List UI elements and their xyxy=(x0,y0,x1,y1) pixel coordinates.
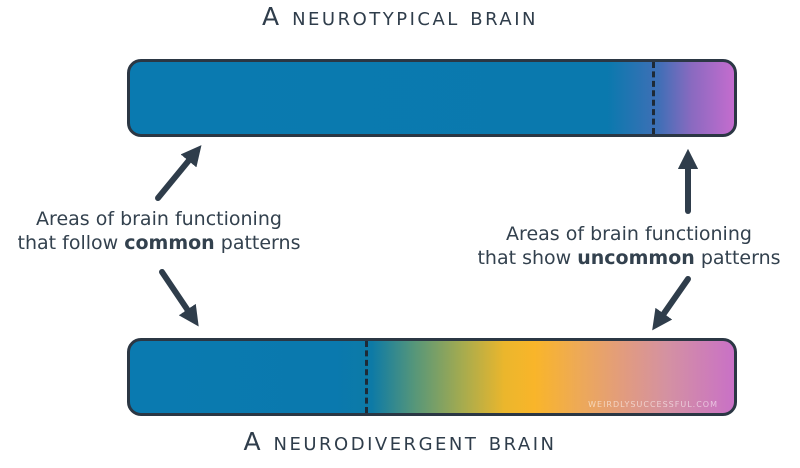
watermark: WEIRDLYSUCCESSFUL.COM xyxy=(588,400,718,409)
common-label-bold: common xyxy=(124,232,215,254)
neurotypical-divider xyxy=(652,62,655,134)
common-label-line1: Areas of brain functioning xyxy=(36,208,282,230)
neurodivergent-divider xyxy=(365,341,368,413)
uncommon-patterns-label: Areas of brain functioning that show unc… xyxy=(458,222,800,270)
common-label-before: that follow xyxy=(17,232,125,254)
neurodivergent-brain-bar: WEIRDLYSUCCESSFUL.COM xyxy=(127,338,737,416)
arrow-up-left-icon xyxy=(155,145,202,201)
neurotypical-brain-bar xyxy=(127,59,737,137)
uncommon-label-before: that show xyxy=(477,247,578,269)
uncommon-label-bold: uncommon xyxy=(577,247,695,269)
neurodivergent-title: A neurodivergent brain xyxy=(243,427,557,456)
arrow-down-left-icon xyxy=(159,269,199,327)
arrow-down-right-icon xyxy=(652,276,691,331)
uncommon-label-after: patterns xyxy=(694,247,781,269)
uncommon-label-line2: that show uncommon patterns xyxy=(458,246,800,270)
common-label-after: patterns xyxy=(214,232,301,254)
common-patterns-label: Areas of brain functioning that follow c… xyxy=(0,207,318,255)
common-label-line2: that follow common patterns xyxy=(0,231,318,255)
neurotypical-title: A neurotypical brain xyxy=(262,2,538,31)
uncommon-label-line1: Areas of brain functioning xyxy=(506,223,752,245)
